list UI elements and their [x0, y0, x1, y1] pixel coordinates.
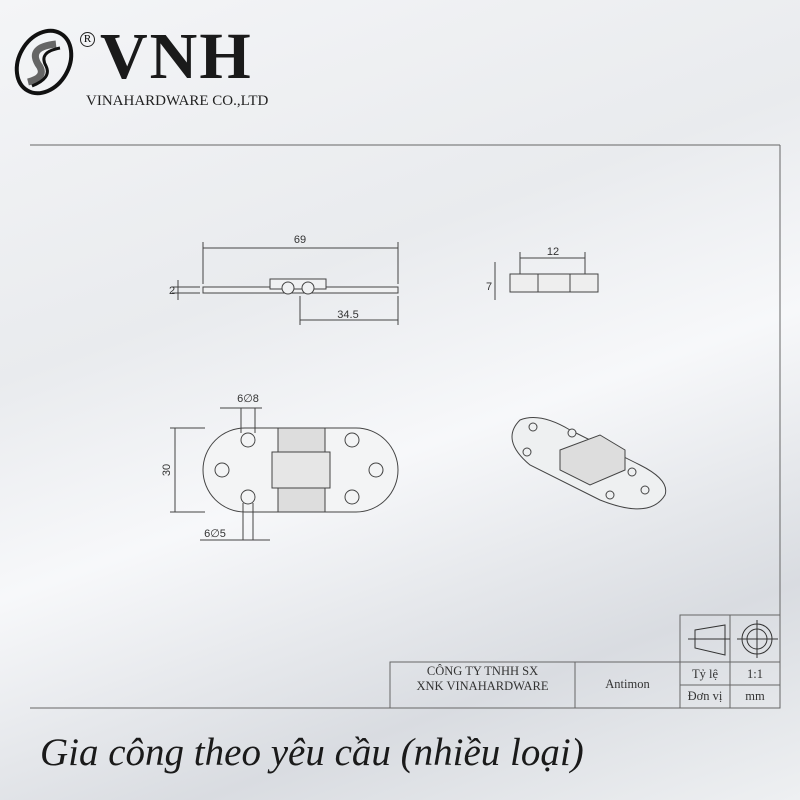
unit-label: Đơn vị [687, 689, 723, 703]
side-view [494, 252, 599, 300]
unit-value: mm [745, 689, 765, 703]
logo-emblem-icon [14, 28, 74, 96]
title-block-company: CÔNG TY TNHH SX XNK VINAHARDWARE [416, 664, 549, 693]
dim-thickness: 2 [169, 285, 175, 297]
dim-half-length: 34.5 [337, 309, 358, 321]
top-view [172, 242, 399, 325]
drawing-frame [30, 144, 781, 709]
dim-length: 69 [294, 234, 306, 246]
title-block-material: Antimon [605, 677, 650, 691]
dim-width: 30 [161, 464, 173, 476]
scale-label: Tỷ lệ [691, 667, 719, 681]
dim-small-holes: 6∅5 [204, 528, 226, 540]
dim-knuckle-height: 7 [486, 281, 492, 293]
dim-large-holes: 6∅8 [237, 393, 259, 405]
company-logo: R VNH VINAHARDWARE CO.,LTD [8, 14, 308, 109]
company-name: VINAHARDWARE CO.,LTD [86, 93, 269, 109]
registered-mark: R [80, 32, 95, 47]
brand-name: VNH [100, 20, 253, 93]
front-view [170, 407, 399, 541]
dim-knuckle-width: 12 [547, 246, 559, 258]
caption: Gia công theo yêu cầu (nhiều loại) [40, 731, 584, 774]
isometric-view [511, 417, 667, 510]
scale-value: 1:1 [747, 667, 763, 681]
